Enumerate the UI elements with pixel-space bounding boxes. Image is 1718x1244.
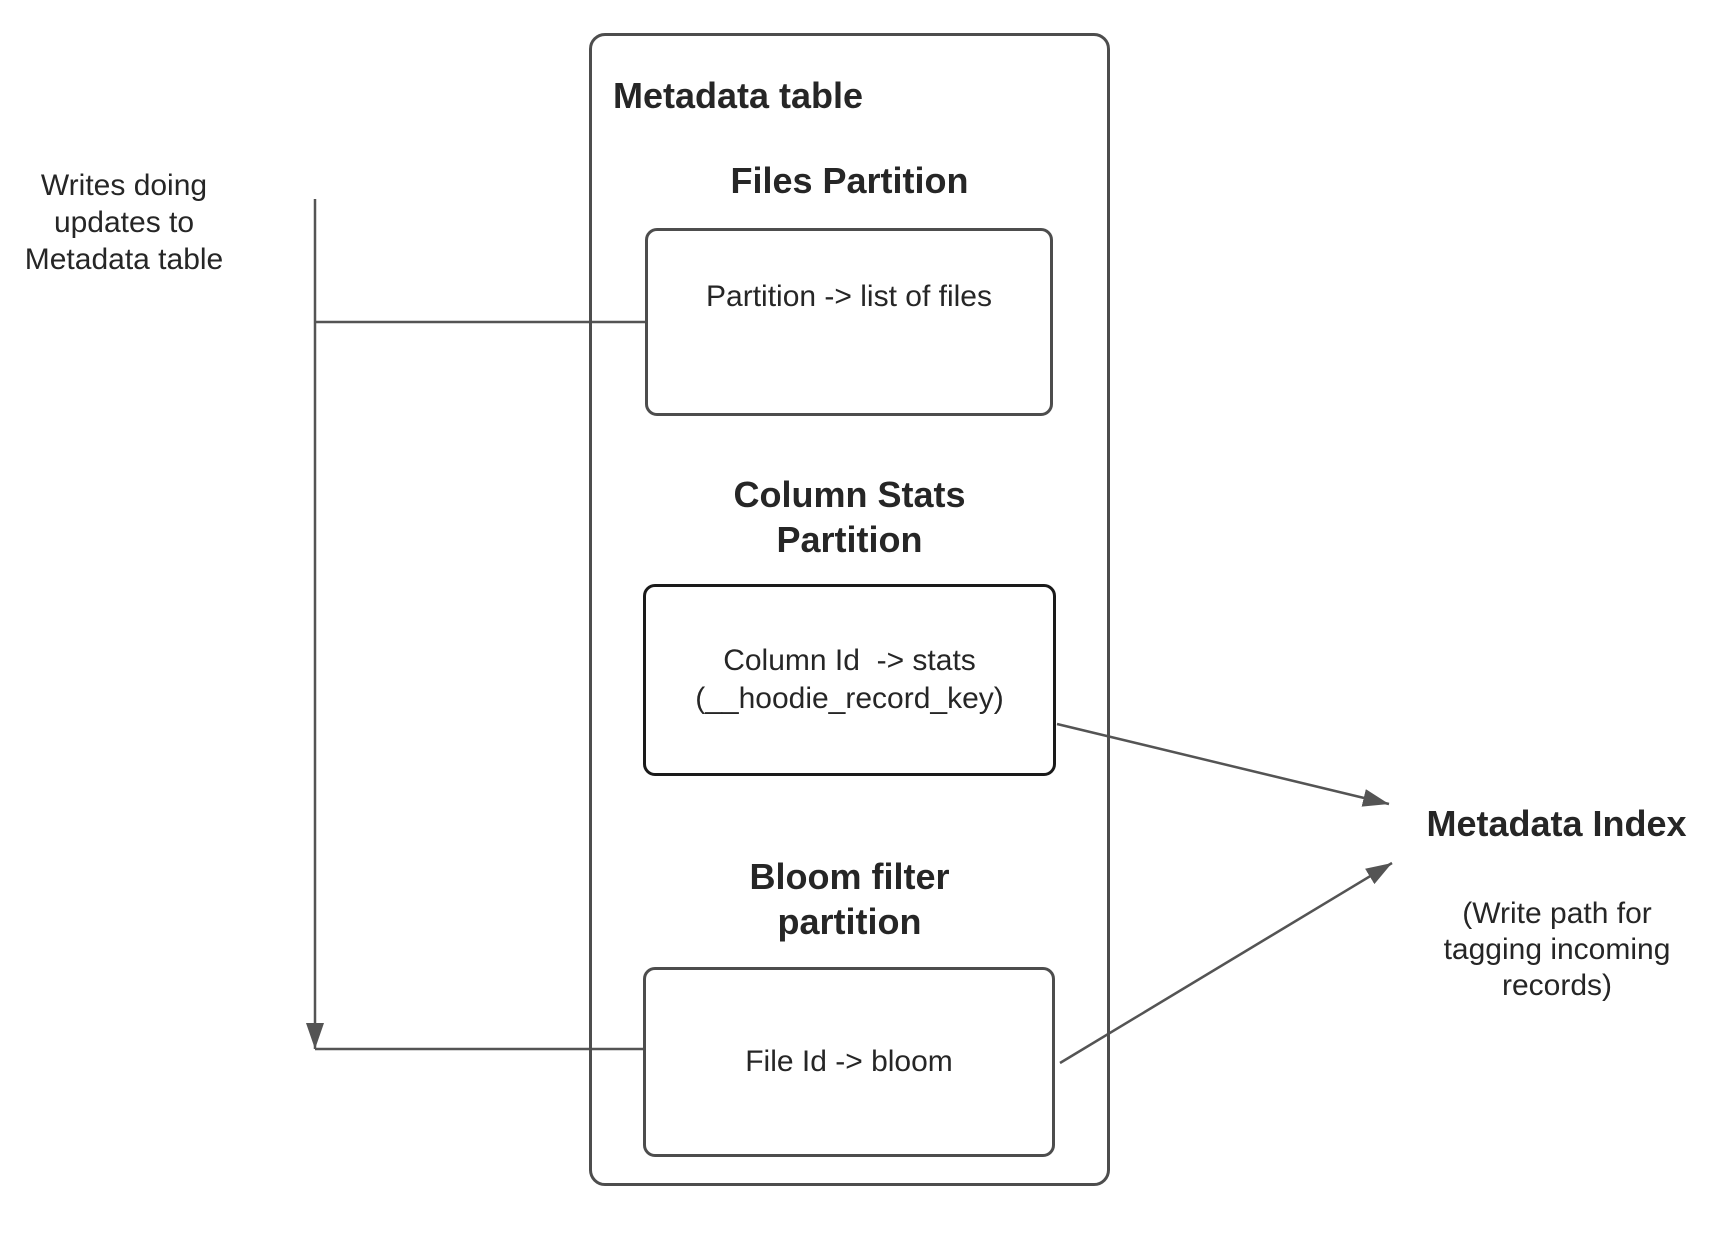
bloom-mapping: File Id -> bloom (745, 1045, 953, 1078)
bloom-to-index-arrow (1059, 861, 1393, 1065)
writes-note: Writes doing updates to Metadata table (24, 169, 224, 276)
column-stats-box: Column Id -> stats (__hoodie_record_key) (643, 584, 1056, 776)
bloom-partition-heading: Bloom filter partition (749, 856, 950, 942)
files-partition-mapping: Partition -> list of files (706, 280, 992, 313)
files-partition-heading: Files Partition (730, 160, 969, 201)
column-stats-mapping: Column Id -> stats (__hoodie_record_key) (695, 644, 1004, 715)
metadata-index-title: Metadata Index (1426, 803, 1687, 844)
column-stats-heading: Column Stats Partition (733, 474, 966, 560)
column-stats-to-index-arrow (1056, 722, 1390, 807)
metadata-table-box (589, 33, 1110, 1186)
metadata-table-title: Metadata table (613, 75, 864, 116)
files-partition-box: Partition -> list of files (645, 228, 1053, 416)
bloom-filter-box: File Id -> bloom (643, 967, 1055, 1157)
metadata-index-note: (Write path for tagging incoming records… (1443, 897, 1671, 1002)
